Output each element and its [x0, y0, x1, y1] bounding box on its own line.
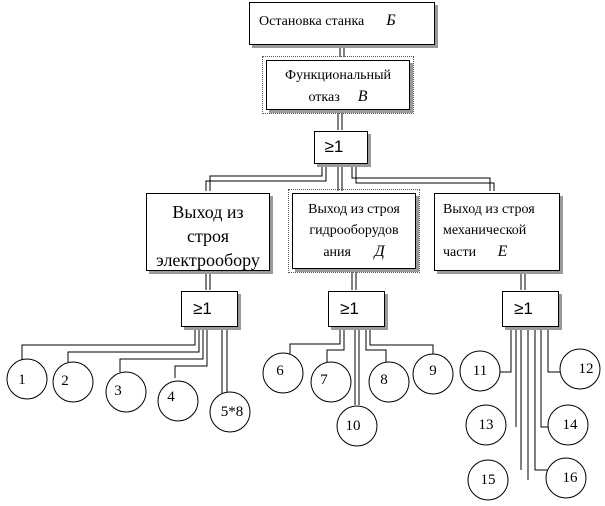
event-circle-16: [545, 457, 587, 499]
event-label-1: 1: [18, 372, 26, 388]
electrical-or-gate: ≥1: [181, 291, 238, 327]
event-label-9: 9: [429, 363, 437, 379]
top-event-box: Остановка станка Б: [249, 2, 435, 45]
mechanical-line2: механической: [443, 223, 527, 238]
hydraulic-line3: ания: [323, 245, 351, 260]
event-circle-10: [336, 405, 378, 447]
hydraulic-or-gate: ≥1: [328, 291, 385, 327]
event-circle-2: [52, 361, 94, 403]
event-label-7: 7: [320, 372, 328, 388]
top-event-label: Остановка станка: [259, 14, 365, 29]
event-circle-13: [465, 404, 507, 446]
event-circle-6: [262, 352, 304, 394]
event-label-15: 15: [481, 472, 496, 488]
hydraulic-failure-box: Выход из строя гидрооборудов ания Д: [288, 189, 420, 273]
hydraulic-or-gate-symbol: ≥1: [340, 299, 359, 318]
electrical-line3: электрообору: [156, 250, 260, 270]
event-label-13: 13: [479, 417, 494, 433]
event-circle-8: [368, 361, 410, 403]
electrical-line1: Выход из: [172, 202, 244, 222]
event-label-11: 11: [473, 363, 487, 379]
left-gate-connectors: [21, 327, 228, 395]
mechanical-line3: части: [443, 245, 477, 260]
event-circle-12: [559, 348, 601, 390]
event-circle-3: [105, 371, 147, 413]
mechanical-failure-box: Выход из строя механической части Е: [434, 193, 560, 271]
event-circle-7: [310, 361, 352, 403]
basic-event-circles: [6, 348, 601, 501]
functional-failure-symbol: В: [357, 88, 368, 105]
event-label-2: 2: [61, 373, 69, 389]
event-label-8: 8: [380, 372, 388, 388]
event-label-6: 6: [276, 363, 284, 379]
event-label-3: 3: [114, 383, 122, 399]
mechanical-or-gate: ≥1: [502, 291, 559, 327]
event-label-14: 14: [563, 417, 579, 433]
event-circle-15: [467, 459, 509, 501]
event-circle-11: [459, 350, 501, 392]
electrical-failure-box: Выход из строя электрообору: [146, 193, 270, 271]
event-label-12: 12: [579, 361, 594, 377]
hydraulic-symbol: Д: [374, 243, 385, 260]
mechanical-symbol: Е: [497, 243, 508, 260]
functional-failure-line1: Функциональный: [285, 68, 391, 83]
event-circle-1: [6, 358, 48, 400]
top-event-symbol: Б: [386, 12, 396, 29]
mechanical-line1: Выход из строя: [443, 202, 535, 217]
event-circle-14: [547, 404, 589, 446]
event-circle-5-8: [209, 391, 251, 433]
event-circle-9: [412, 353, 454, 395]
middle-gate-connectors: [289, 327, 434, 405]
event-label-16: 16: [563, 470, 579, 486]
right-gate-connectors: [497, 327, 560, 480]
event-label-4: 4: [167, 389, 175, 405]
hydraulic-line2: гидрооборудов: [309, 223, 399, 238]
electrical-or-gate-symbol: ≥1: [193, 299, 212, 318]
hydraulic-line1: Выход из строя: [308, 202, 400, 217]
basic-event-labels: 1 2 3 4 5*8 6 7 8 9 10 11 12 13 14 15 16: [18, 361, 593, 488]
top-gate-connectors: [205, 164, 495, 191]
mechanical-or-gate-symbol: ≥1: [514, 299, 533, 318]
event-label-5-8: 5*8: [221, 404, 244, 420]
top-or-gate-symbol: ≥1: [324, 137, 344, 156]
top-or-gate: ≥1: [314, 131, 368, 164]
electrical-line2: строя: [186, 226, 229, 246]
functional-failure-line2: отказ: [308, 90, 340, 105]
event-circle-4: [157, 380, 199, 422]
event-label-10: 10: [346, 418, 361, 434]
functional-failure-box: Функциональный отказ В: [262, 56, 414, 114]
